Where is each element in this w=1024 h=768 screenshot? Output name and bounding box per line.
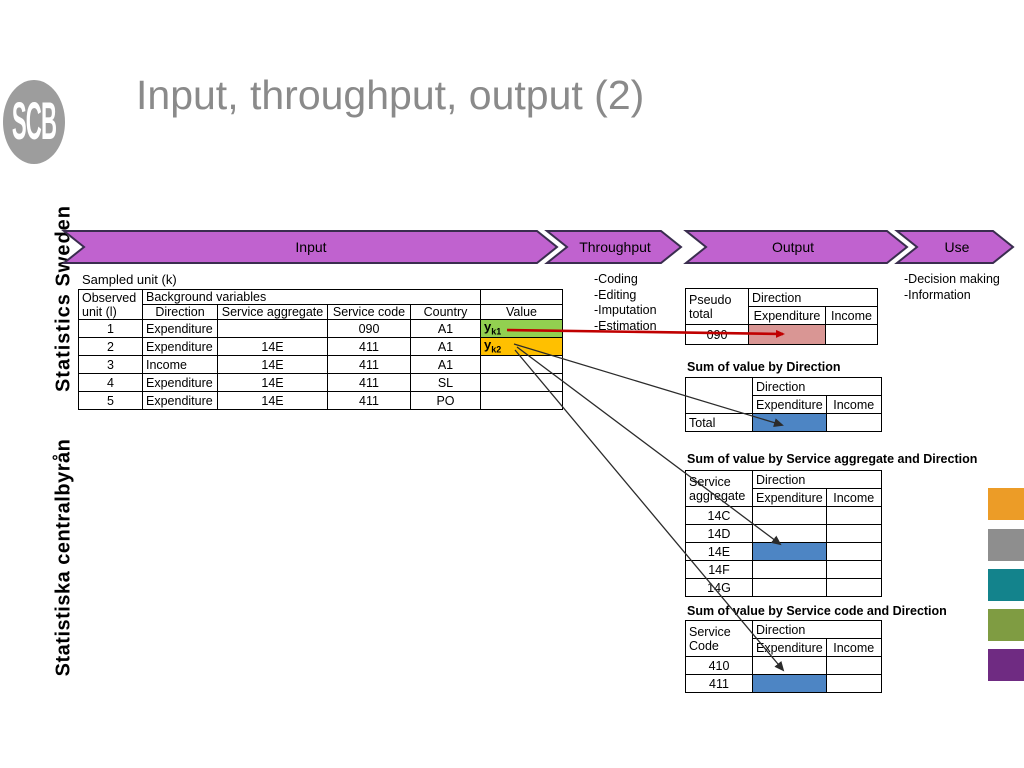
list-item: -Information	[904, 287, 971, 302]
sum-code-highlight-cell	[752, 674, 827, 693]
palette-square-orange	[988, 488, 1024, 520]
table-row: 3 Income 14E 411 A1	[78, 355, 563, 374]
header-direction: Direction	[142, 304, 218, 320]
table-row: 14C	[685, 506, 882, 525]
chevron-input-label: Input	[295, 239, 326, 255]
page-title: Input, throughput, output (2)	[136, 72, 645, 118]
pseudo-total-highlight-cell	[748, 324, 826, 345]
chevron-input	[61, 230, 559, 264]
palette-square-purple	[988, 649, 1024, 681]
header-direction: Direction	[752, 377, 882, 396]
header-expenditure: Expenditure	[752, 488, 827, 507]
header-value-spacer	[480, 289, 563, 305]
scb-logo: SCB	[3, 80, 65, 164]
header-income: Income	[825, 488, 882, 507]
list-item: -Editing	[594, 287, 637, 302]
table-row: 2 Expenditure 14E 411 A1 yk2	[78, 337, 563, 356]
branding-statistiska-centralbyran: Statistiska centralbyrån	[52, 438, 75, 677]
table-row: 14E	[685, 542, 882, 561]
table-row: 4 Expenditure 14E 411 SL	[78, 373, 563, 392]
table-row: 1 Expenditure 090 A1 yk1	[78, 319, 563, 338]
table-row: 090	[685, 324, 878, 345]
palette-square-teal	[988, 569, 1024, 601]
header-service-code: Service code	[327, 304, 411, 320]
palette-square-gray	[988, 529, 1024, 561]
header-expenditure: Expenditure	[752, 638, 827, 657]
chevron-throughput-label: Throughput	[579, 239, 651, 255]
table-row: 5 Expenditure 14E 411 PO	[78, 391, 563, 410]
branding-statistics-sweden: Statistics Sweden	[52, 204, 75, 393]
chevron-use	[894, 230, 1015, 264]
sum-direction-title: Sum of value by Direction	[687, 360, 841, 374]
value-cell-yk2: yk2	[480, 337, 563, 356]
value-cell-yk1: yk1	[480, 319, 563, 338]
table-row: 14G	[685, 578, 882, 597]
throughput-activities: -Coding -Editing -Imputation -Estimation	[594, 272, 657, 334]
table-row: 14F	[685, 560, 882, 579]
use-activities: -Decision making -Information	[904, 272, 1000, 303]
list-item: -Imputation	[594, 303, 657, 317]
chevron-use-label: Use	[945, 239, 970, 255]
header-income: Income	[825, 638, 882, 657]
process-flow-chevrons: Input Throughput Output Use	[61, 230, 1015, 264]
table-row: Total	[685, 413, 882, 432]
sum-aggregate-title: Sum of value by Service aggregate and Di…	[687, 452, 978, 466]
sum-aggregate-highlight-cell	[752, 542, 827, 561]
palette-square-olive	[988, 609, 1024, 641]
chevron-output	[683, 230, 909, 264]
header-income: Income	[825, 395, 882, 414]
header-direction: Direction	[748, 288, 878, 307]
header-income: Income	[825, 306, 878, 325]
header-country: Country	[410, 304, 481, 320]
header-service-aggregate: Service aggregate	[217, 304, 328, 320]
header-value: Value	[480, 304, 563, 320]
header-expenditure: Expenditure	[748, 306, 826, 325]
table-row: 14D	[685, 524, 882, 543]
table-row: 411	[685, 674, 882, 693]
sampled-unit-label: Sampled unit (k)	[82, 272, 177, 287]
chevron-throughput	[544, 230, 683, 264]
scb-logo-text: SCB	[11, 91, 57, 151]
list-item: -Estimation	[594, 318, 657, 333]
chevron-output-label: Output	[772, 239, 814, 255]
table-row: 410	[685, 656, 882, 675]
list-item: -Decision making	[904, 272, 1000, 286]
sum-code-title: Sum of value by Service code and Directi…	[687, 604, 947, 618]
sum-direction-table: Direction Expenditure Income Total	[685, 377, 882, 432]
header-background-variables: Background variables	[142, 289, 481, 305]
header-direction: Direction	[752, 470, 882, 489]
sum-direction-highlight-cell	[752, 413, 827, 432]
list-item: -Coding	[594, 272, 638, 286]
header-expenditure: Expenditure	[752, 395, 827, 414]
header-direction: Direction	[752, 620, 882, 639]
